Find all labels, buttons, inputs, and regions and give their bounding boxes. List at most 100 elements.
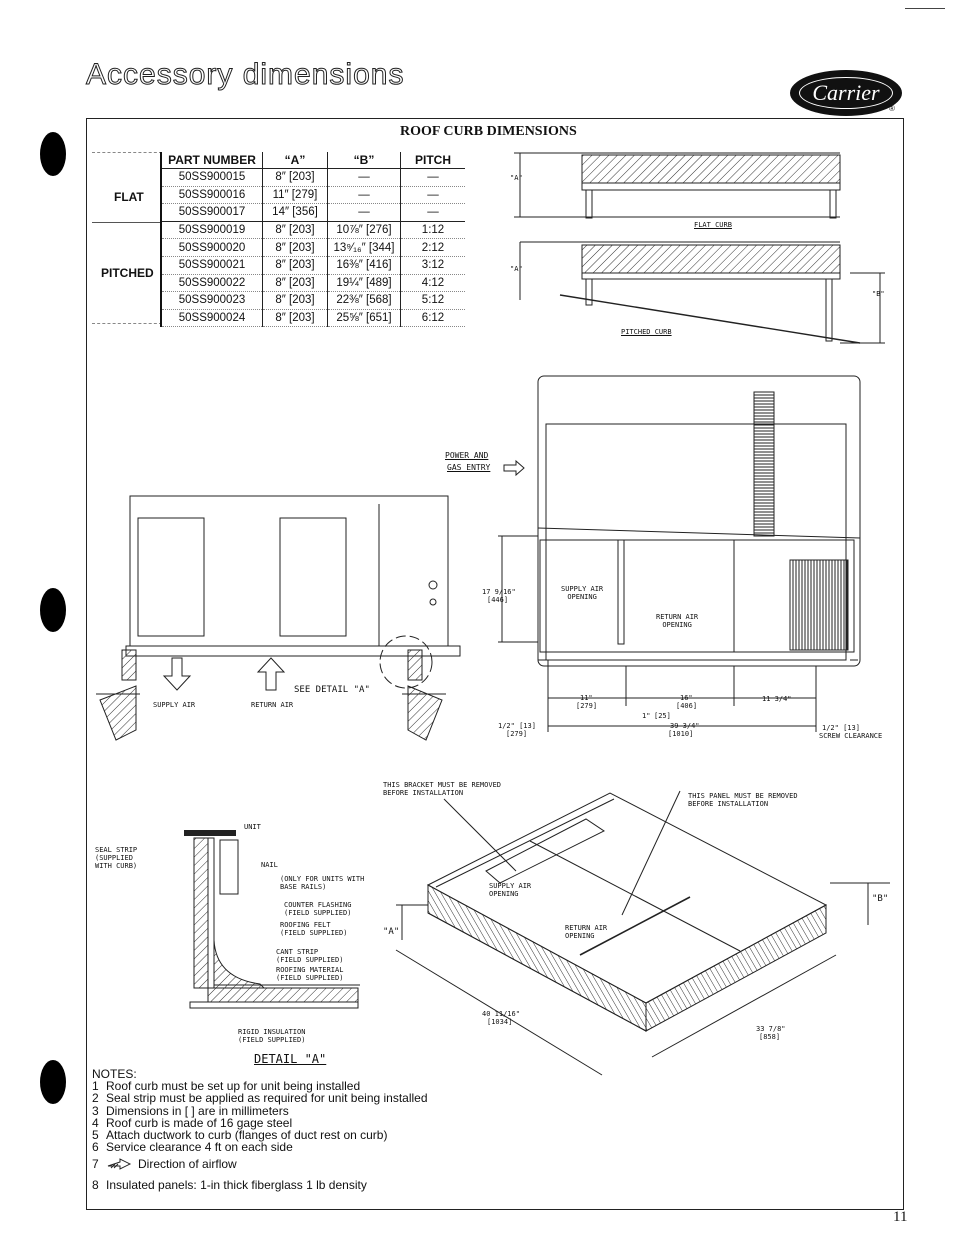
roofing-felt-line1: ROOFING FELT [280, 921, 331, 929]
table-cell: 8″ [203] [262, 256, 328, 275]
table-cell: 10⅞″ [276] [327, 221, 401, 240]
height-dim-mm: [446] [487, 596, 509, 604]
table-cell: 50SS900023 [160, 291, 263, 310]
table-cell: 8″ [203] [262, 291, 328, 310]
airflow-arrow-icon [107, 1158, 132, 1171]
table-row: 50SS900021 8″ [203] 16⅜″ [416] 3:12 [160, 256, 465, 275]
bracket-note-line2: BEFORE INSTALLATION [383, 789, 464, 797]
rigid-insulation-line2: (FIELD SUPPLIED) [238, 1036, 306, 1044]
plan-return-line2: OPENING [662, 621, 692, 629]
flat-curb-label: FLAT CURB [694, 221, 732, 229]
seal-strip-line3: WITH CURB) [95, 862, 138, 870]
page-number: 11 [893, 1209, 908, 1225]
curb-b-label: "B" [872, 290, 885, 298]
note-number: 2 [92, 1091, 99, 1106]
pitched-curb-label: PITCHED CURB [621, 328, 672, 336]
table-cell: — [327, 168, 401, 187]
table-title: ROOF CURB DIMENSIONS [400, 124, 577, 139]
panel-note-line2: BEFORE INSTALLATION [688, 800, 769, 808]
iso-supply-label: SUPPLY AIR OPENING [489, 882, 531, 898]
note-number: 7 [92, 1157, 99, 1172]
table-cell: — [400, 203, 465, 222]
registered-mark: ® [889, 104, 895, 113]
dim-half-right: 1/2" [13] [822, 724, 860, 732]
dim-11-34: 11 3/4" [762, 695, 792, 703]
note-text: Attach ductwork to curb (flanges of duct… [106, 1128, 388, 1143]
iso-return-label: RETURN AIR OPENING [565, 924, 607, 940]
roofing-material-line2: (FIELD SUPPLIED) [276, 974, 344, 982]
note-text: Insulated panels: 1-in thick fiberglass … [106, 1178, 367, 1193]
table-cell: 50SS900016 [160, 186, 263, 205]
cant-strip-label: CANT STRIP (FIELD SUPPLIED) [276, 948, 343, 964]
panel-note: THIS PANEL MUST BE REMOVED BEFORE INSTAL… [688, 792, 798, 808]
table-cell: 50SS900022 [160, 274, 263, 293]
iso-supply-line1: SUPPLY AIR [489, 882, 532, 890]
divider [92, 323, 162, 324]
table-cell: 4:12 [400, 274, 465, 293]
note-text: Direction of airflow [138, 1157, 237, 1172]
note-item: 8 Insulated panels: 1-in thick fiberglass… [92, 1179, 428, 1191]
base-rails-line1: (ONLY FOR UNITS WITH [280, 875, 365, 883]
power-entry-label-1: POWER AND [445, 451, 489, 460]
table-cell: 50SS900015 [160, 168, 263, 187]
dim-39-mm: [1010] [668, 730, 694, 738]
roofing-felt-label: ROOFING FELT (FIELD SUPPLIED) [280, 921, 347, 937]
curb-a-label: "A" [510, 174, 523, 182]
logo-text: Carrier [799, 77, 893, 109]
iso-return-line2: OPENING [565, 932, 595, 940]
table-cell: 50SS900020 [160, 238, 263, 257]
note-number: 3 [92, 1103, 99, 1118]
note-number: 4 [92, 1115, 99, 1130]
content-frame [86, 118, 904, 1210]
table-cell: 5:12 [400, 291, 465, 310]
dim-33-mm: [858] [759, 1033, 781, 1041]
table-cell: 50SS900024 [160, 309, 263, 328]
plan-supply-line2: OPENING [567, 593, 597, 601]
table-cell: 50SS900017 [160, 203, 263, 222]
dim-1: 1" [642, 712, 651, 720]
carrier-logo: Carrier [790, 70, 902, 116]
table-cell: 50SS900021 [160, 256, 263, 275]
column-header: “B” [327, 152, 401, 169]
table-row: 50SS900019 8″ [203] 10⅞″ [276] 1:12 [160, 221, 465, 240]
cant-strip-line1: CANT STRIP [276, 948, 319, 956]
table-cell: 50SS900019 [160, 221, 263, 240]
binder-hole [40, 588, 66, 632]
group-label-flat: FLAT [114, 190, 144, 204]
table-cell: 8″ [203] [262, 274, 328, 293]
dim-11-mm: [279] [576, 702, 598, 710]
table-cell: 16⅜″ [416] [327, 256, 401, 275]
table-cell: 1:12 [400, 221, 465, 240]
detail-a-drawing [184, 830, 360, 1009]
note-number: 8 [92, 1178, 99, 1193]
table-cell: 14″ [356] [262, 203, 328, 222]
binder-hole [40, 132, 66, 176]
plan-supply-line1: SUPPLY AIR [561, 585, 604, 593]
note-number: 1 [92, 1079, 99, 1094]
table-cell: 13⁹⁄₁₆″ [344] [327, 238, 401, 257]
table-cell: 25⅝″ [651] [327, 309, 401, 328]
plan-view [498, 375, 861, 732]
dim-11: 11" [580, 694, 593, 702]
unit-side-view [96, 495, 461, 741]
dim-half-left-mm: [279] [506, 730, 528, 738]
base-rails-line2: BASE RAILS) [280, 883, 327, 891]
table-row: 50SS900016 11″ [279] — — [160, 186, 465, 205]
page-title: Accessory dimensions [85, 58, 405, 92]
table-cell: 19¼″ [489] [327, 274, 401, 293]
table-cell: — [400, 186, 465, 205]
curb-elevations [514, 152, 885, 344]
divider [92, 152, 162, 153]
bracket-note-line1: THIS BRACKET MUST BE REMOVED [383, 781, 502, 789]
dim-39: 39 3/4" [670, 722, 700, 730]
dim-16-mm: [406] [676, 702, 698, 710]
iso-supply-line2: OPENING [489, 890, 519, 898]
return-air-label: RETURN AIR [251, 701, 294, 709]
